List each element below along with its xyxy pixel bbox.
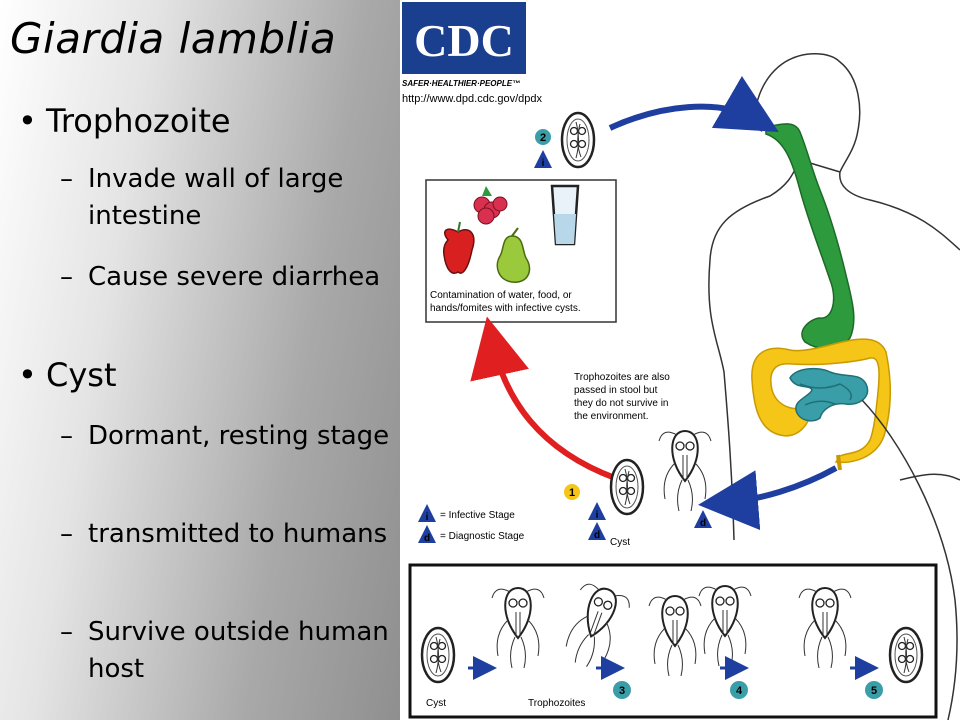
environment-arrow	[470, 316, 617, 481]
legend-diagnostic-icon	[418, 525, 436, 543]
legend-diagnostic: = Diagnostic Stage	[440, 531, 525, 542]
sub-bullet: – Survive outside human host	[60, 614, 390, 688]
step1-trophozoite	[658, 430, 712, 512]
infective-marker	[588, 502, 606, 520]
cdc-logo	[402, 2, 526, 74]
sub-bullet-text: Dormant, resting stage	[88, 421, 390, 451]
bullet-label: Cyst	[46, 356, 117, 394]
sub-bullet: – Cause severe diarrhea	[60, 259, 390, 296]
step5-number: 5	[871, 685, 877, 697]
human-body-outline	[708, 53, 960, 541]
excretion-path	[861, 399, 958, 721]
contamination-caption: Contamination of water, food, or	[430, 290, 572, 301]
strip-cyst-label: Cyst	[426, 698, 446, 709]
cyst-label: Cyst	[610, 537, 630, 548]
infective-marker-letter: i	[596, 510, 599, 521]
infective-marker-letter: i	[542, 158, 545, 169]
contamination-caption: hands/fomites with infective cysts.	[430, 303, 581, 314]
large-intestine	[751, 338, 891, 464]
sub-bullet-text: Cause severe diarrhea	[88, 262, 381, 292]
diagnostic-marker-letter: d	[700, 518, 706, 529]
sub-bullet-text: transmitted to humans	[88, 519, 388, 549]
excretion-arrow	[698, 465, 838, 531]
diagnostic-marker	[588, 522, 606, 540]
sub-bullet: – transmitted to humans	[60, 516, 390, 553]
bullet-label: Trophozoite	[46, 102, 231, 140]
trophozoite-note: the environment.	[574, 411, 649, 422]
step3-badge	[613, 681, 631, 699]
cdc-logo-text: CDC	[414, 15, 514, 66]
life-cycle-svg: CDC SAFER·HEALTHIER·PEOPLE™ http://www.d…	[402, 2, 960, 721]
infective-marker	[534, 150, 552, 168]
ingestion-arrow	[608, 76, 779, 133]
bullet-dot: •	[18, 102, 37, 140]
step2-cyst	[560, 111, 596, 169]
sub-bullet-dash: –	[60, 262, 73, 292]
strip-cyst	[888, 626, 924, 684]
sub-bullet-text: Survive outside human host	[88, 617, 389, 684]
strip-cyst	[420, 626, 456, 684]
step2-badge	[535, 129, 551, 145]
sub-bullet-dash: –	[60, 164, 73, 194]
sub-bullet-dash: –	[60, 421, 73, 451]
step4-number: 4	[736, 685, 743, 697]
diagnostic-marker-letter: d	[594, 530, 600, 541]
bullet-dot: •	[18, 356, 37, 394]
water-glass-icon	[550, 184, 580, 246]
trophozoite-note: passed in stool but	[574, 385, 658, 396]
intestine-loops	[799, 383, 852, 406]
legend-infective: = Infective Stage	[440, 510, 515, 521]
rectum	[836, 454, 842, 471]
step4-badge	[730, 681, 748, 699]
sub-bullet-dash: –	[60, 519, 73, 549]
strip-trophozoite-label: Trophozoites	[528, 698, 585, 709]
step1-badge	[564, 484, 580, 500]
esophagus-stomach	[765, 123, 855, 350]
small-intestine	[789, 367, 869, 422]
step2-number: 2	[540, 132, 546, 144]
legend-diagnostic-letter: d	[424, 533, 430, 544]
sub-bullet: – Invade wall of large intestine	[60, 161, 390, 235]
text-panel: Giardia lamblia • Trophozoite – Invade w…	[0, 0, 400, 720]
step3-number: 3	[619, 685, 625, 697]
step1-cyst	[609, 458, 645, 516]
sub-bullet: – Dormant, resting stage	[60, 418, 390, 455]
step1-number: 1	[569, 487, 575, 499]
sub-bullet-text: Invade wall of large intestine	[88, 164, 344, 231]
legend-infective-letter: i	[426, 512, 429, 523]
raspberry-icon	[473, 186, 508, 225]
step5-badge	[865, 681, 883, 699]
apple-icon	[443, 221, 475, 274]
pear-icon	[496, 227, 531, 283]
trophozoite-note: they do not survive in	[574, 398, 669, 409]
legend-infective-icon	[418, 504, 436, 522]
sub-bullet-dash: –	[60, 617, 73, 647]
cdc-tagline: SAFER·HEALTHIER·PEOPLE™	[402, 79, 520, 88]
mouth	[755, 124, 764, 132]
source-url: http://www.dpd.cdc.gov/dpdx	[402, 93, 543, 105]
slide-title: Giardia lamblia	[10, 14, 337, 63]
life-cycle-diagram: CDC SAFER·HEALTHIER·PEOPLE™ http://www.d…	[400, 0, 960, 721]
trophozoite-note: Trophozoites are also	[574, 372, 670, 383]
